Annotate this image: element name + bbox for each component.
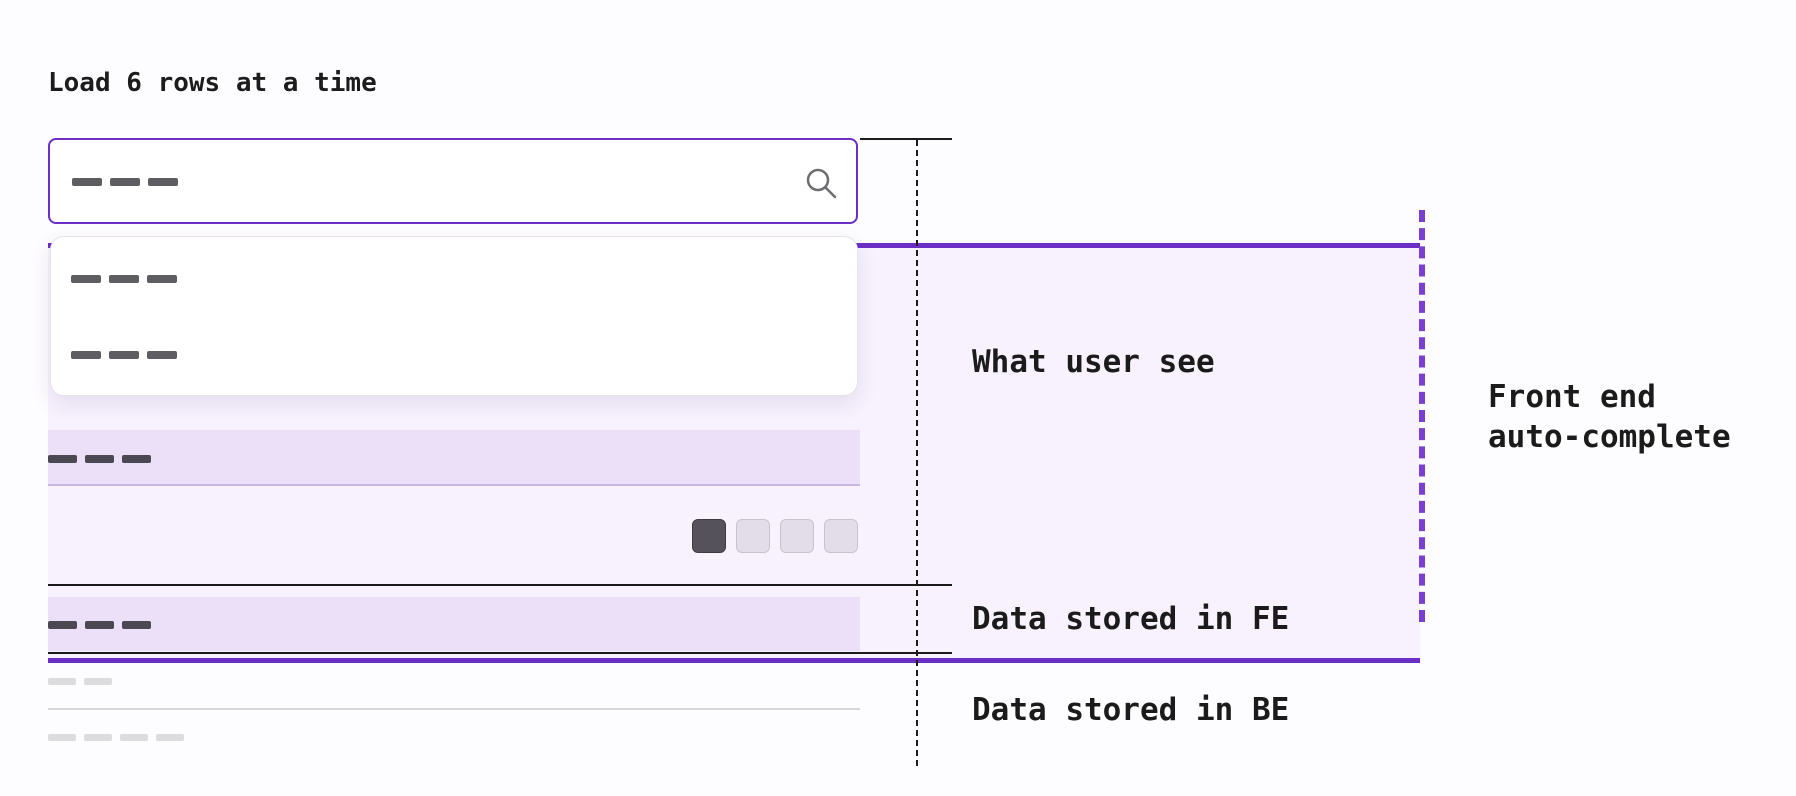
row-placeholder-text [48,455,151,463]
page-button-1[interactable] [692,519,726,553]
label-user-view: What user see [972,344,1215,380]
search-icon[interactable] [804,166,838,200]
dropdown-item-placeholder [71,275,177,283]
section-heading: Load 6 rows at a time [48,68,377,98]
auto-complete-bracket [1419,210,1425,622]
dropdown-item[interactable] [51,237,857,317]
be-row-placeholder [48,678,112,685]
label-be-data: Data stored in BE [972,692,1290,728]
fe-be-boundary-line [48,652,952,654]
vertical-divider [916,140,918,766]
dropdown-item-placeholder [71,351,177,359]
be-row-placeholder [48,734,184,741]
table-row[interactable] [48,597,860,651]
page-button-4[interactable] [824,519,858,553]
label-auto-complete: Front end auto-complete [1488,379,1731,455]
search-input[interactable] [48,138,858,224]
search-placeholder-text [72,178,178,186]
page-button-2[interactable] [736,519,770,553]
user-view-top-line [860,138,952,140]
page-button-3[interactable] [780,519,814,553]
label-fe-data: Data stored in FE [972,601,1290,637]
autocomplete-dropdown [50,236,858,396]
table-row[interactable] [48,430,860,486]
dropdown-item[interactable] [51,317,857,397]
row-placeholder-text [48,621,151,629]
row-divider [48,708,860,710]
user-view-boundary-line [48,584,952,586]
